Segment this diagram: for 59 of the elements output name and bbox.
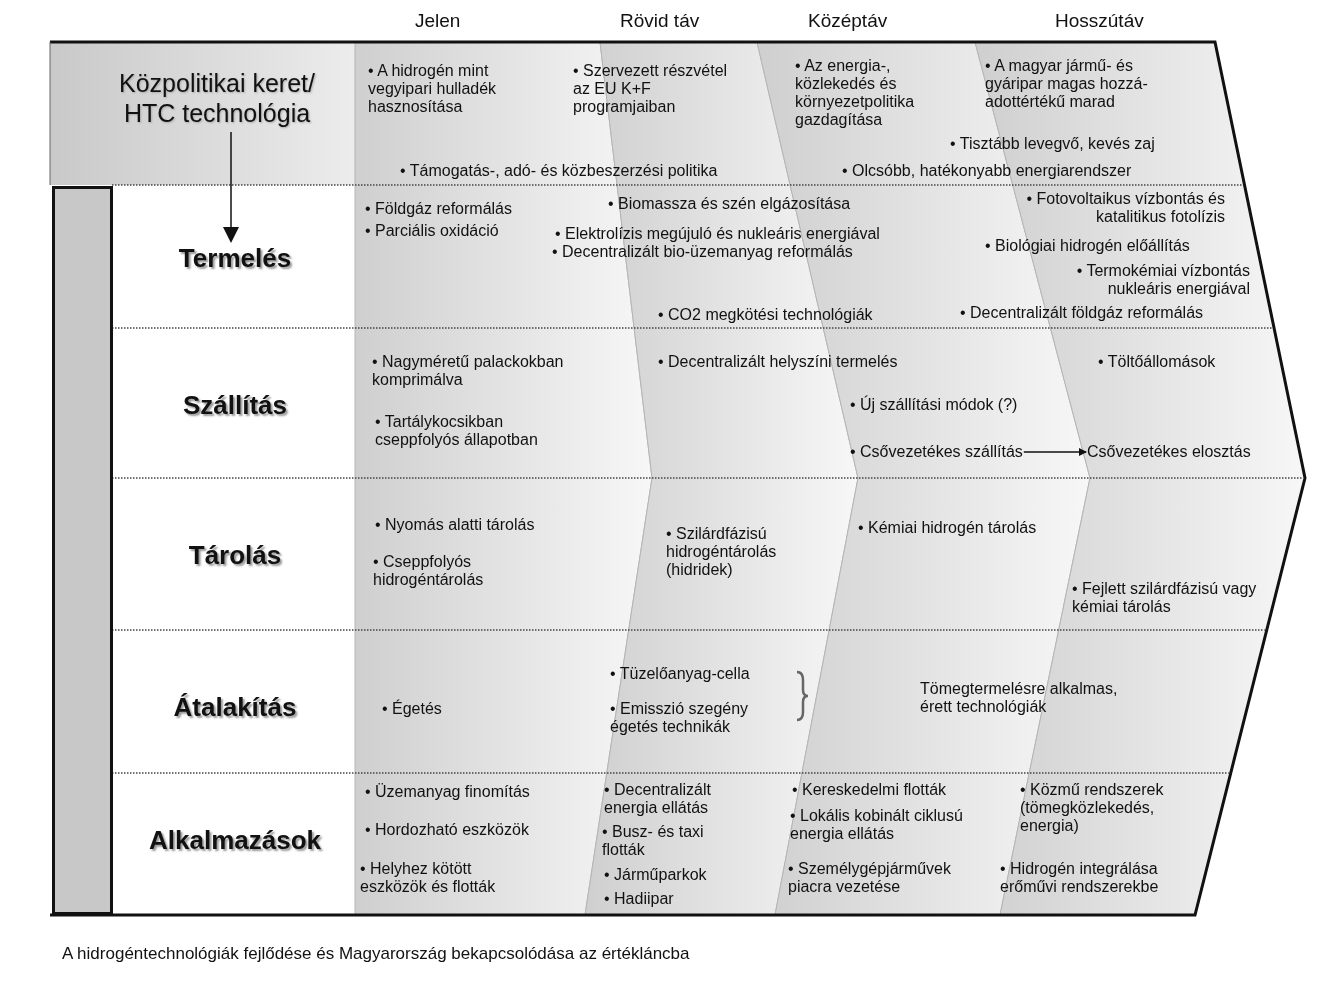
bullet-item: • Helyhez kötött eszközök és flották — [360, 860, 497, 896]
side-bar — [52, 186, 113, 915]
bullet-item: • A hidrogén mint vegyipari hulladék hasznosítása — [368, 62, 498, 116]
bullet-item: • Üzemanyag finomítás — [365, 783, 530, 801]
bullet-item: • Személygépjárművek piacra vezetése — [788, 860, 952, 896]
bullet-item: • Hadiipar — [604, 890, 674, 908]
row-heading: Alkalmazások — [110, 825, 360, 855]
bullet-item: • Decentralizált bio-üzemanyag reformálás — [552, 243, 853, 261]
bullet-item: • Tartálykocsikban cseppfolyós állapotban — [375, 413, 539, 449]
bullet-item: • Hidrogén integrálása erőművi rendszerekbe — [1000, 860, 1160, 896]
bullet-item: • Biológiai hidrogén előállítás — [985, 237, 1190, 255]
bullet-item: • Szervezett részvétel az EU K+F programjaiban — [573, 62, 729, 116]
bullet-item: • Az energia-, közlekedés és környezetpolitika gazdagítása — [795, 57, 916, 129]
bullet-item: Csővezetékes elosztás — [1087, 443, 1251, 461]
bullet-item: • Olcsóbb, hatékonyabb energiarendszer — [842, 162, 1132, 180]
bullet-item: • Hordozható eszközök — [365, 821, 529, 839]
bullet-item: • A magyar jármű- és gyáripar magas hozzá- adottértékű marad — [985, 57, 1149, 111]
caption: A hidrogéntechnológiák fejlődése és Magyarország bekapcsolódása az értékláncba — [62, 944, 690, 964]
row-heading: Tárolás — [120, 540, 350, 570]
row-heading: Szállítás — [120, 390, 350, 420]
column-heading: Hosszútáv — [1055, 12, 1144, 30]
bullet-item: • Decentralizált helyszíni termelés — [658, 353, 898, 371]
bullet-item: • Támogatás-, adó- és közbeszerzési politika — [400, 162, 718, 180]
bullet-item: • Új szállítási módok (?) — [850, 396, 1018, 414]
bullet-item: • Decentralizált energia ellátás — [604, 781, 712, 817]
bullet-item: • Tisztább levegvő, kevés zaj — [950, 135, 1155, 153]
bullet-item: • Biomassza és szén elgázosítása — [608, 195, 851, 213]
bullet-item: • Nagyméretű palackokban komprimálva — [372, 353, 565, 389]
row-heading: Termelés — [120, 243, 350, 273]
bullet-item: • Tüzelőanyag-cella — [610, 665, 750, 683]
bullet-item: • Égetés — [382, 700, 442, 718]
bullet-item: • Elektrolízis megújuló és nukleáris energiával — [555, 225, 880, 243]
bullet-item: • Kémiai hidrogén tárolás — [858, 519, 1037, 537]
bullet-item: • Termokémiai vízbontás nukleáris energiával — [1075, 262, 1250, 298]
bullet-item: • Kereskedelmi flották — [792, 781, 947, 799]
bullet-item: • Decentralizált földgáz reformálás — [960, 304, 1204, 322]
bullet-item: • Nyomás alatti tárolás — [375, 516, 535, 534]
bullet-item: • Parciális oxidáció — [365, 222, 499, 240]
bullet-item: • Lokális kobinált ciklusú energia ellátás — [790, 807, 964, 843]
bullet-item: • CO2 megkötési technológiák — [658, 306, 873, 324]
bullet-item: • Csővezetékes szállítás — [850, 443, 1023, 461]
column-heading: Középtáv — [808, 12, 888, 30]
bullet-item: • Fejlett szilárdfázisú vagy kémiai tárolás — [1072, 580, 1257, 616]
arrow — [223, 131, 239, 243]
bullet-item: • Közmű rendszerek (tömegközlekedés, energia) — [1020, 781, 1165, 835]
bullet-item: • Emisszió szegény égetés technikák — [610, 700, 750, 736]
column-heading: Rövid táv — [620, 12, 700, 30]
bullet-item: Tömegtermelésre alkalmas, érett technológiák — [920, 680, 1119, 716]
row-heading: Átalakítás — [120, 692, 350, 722]
arrow — [1023, 448, 1087, 456]
row-heading: Közpolitikai keret/ HTC technológia — [92, 68, 342, 128]
bullet-item: • Töltőállomások — [1098, 353, 1216, 371]
column-heading: Jelen — [415, 12, 461, 30]
bullet-item: • Fotovoltaikus vízbontás és katalitikus fotolízis — [1025, 190, 1225, 226]
bullet-item: • Szilárdfázisú hidrogéntárolás (hidridek) — [666, 525, 778, 579]
bullet-item: • Földgáz reformálás — [365, 200, 512, 218]
bullet-item: • Busz- és taxi flották — [602, 823, 705, 859]
bullet-item: • Járműparkok — [604, 866, 707, 884]
bullet-item: • Cseppfolyós hidrogéntárolás — [373, 553, 485, 589]
